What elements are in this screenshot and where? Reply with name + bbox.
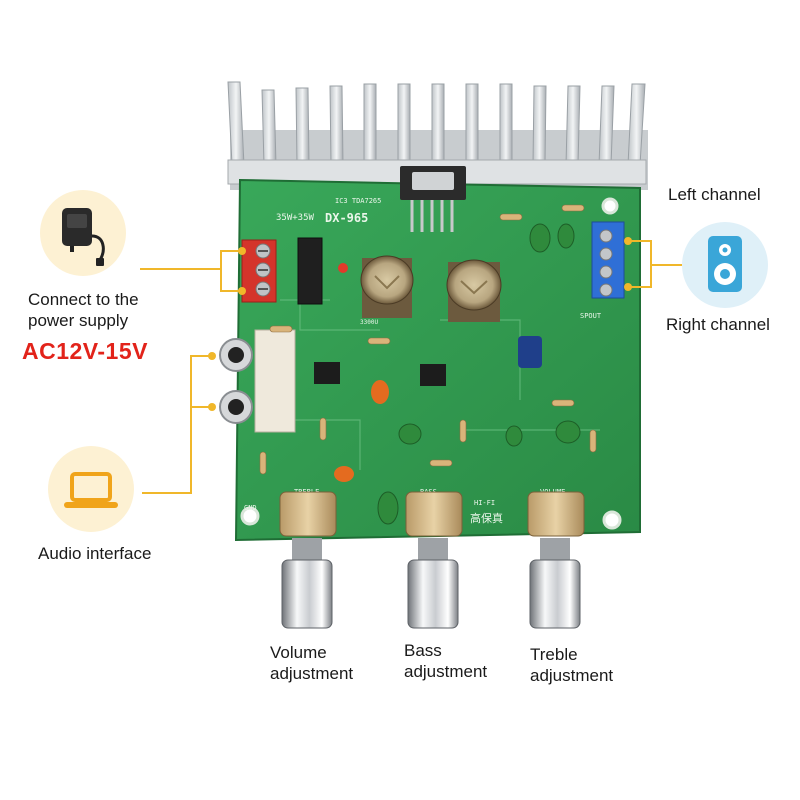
power-voltage: AC12V-15V <box>22 338 148 364</box>
power-terminal <box>241 239 277 303</box>
audio-callout-line <box>142 492 192 494</box>
rca-jacks <box>219 329 296 433</box>
power-label-line1: Connect to the <box>28 290 139 309</box>
bass-label: Bass adjustment <box>404 641 488 681</box>
speaker-icon <box>708 236 742 292</box>
right-channel-label: Right channel <box>666 315 770 334</box>
speaker-terminal <box>591 221 625 299</box>
speaker-icon-bg <box>682 222 768 308</box>
small-components <box>259 204 597 525</box>
laptop-icon <box>64 472 118 508</box>
laptop-icon-bg <box>48 446 134 532</box>
board-model: DX-965 <box>325 211 368 225</box>
treble-label: Treble adjustment <box>530 645 614 685</box>
filter-capacitors <box>360 255 502 322</box>
knob-right[interactable] <box>527 491 585 629</box>
heatsink <box>227 81 648 190</box>
power-label: Connect to the power supply <box>28 289 188 331</box>
power-ic <box>400 166 466 232</box>
left-channel-label: Left channel <box>668 185 761 204</box>
audio-interface-label: Audio interface <box>38 544 152 563</box>
spout-label: SPOUT <box>580 312 602 320</box>
cap-label: 3300U <box>360 319 378 326</box>
hifi-cn-silk: 高保真 <box>470 511 503 525</box>
speaker-callout-line <box>650 264 682 266</box>
hifi-silk: HI-FI <box>474 499 495 507</box>
power-rating: 35W+35W <box>276 213 315 223</box>
volume-label: Volume adjustment <box>270 643 354 683</box>
ic-label: IC3 TDA7265 <box>335 197 381 205</box>
power-callout-line <box>140 268 222 270</box>
power-label-line2: power supply <box>28 311 129 330</box>
power-adapter-icon <box>62 208 105 266</box>
knob-left[interactable] <box>279 491 337 629</box>
pcb <box>234 178 641 542</box>
gnd-label: GND <box>244 504 257 512</box>
knob-center[interactable] <box>405 491 463 629</box>
power-adapter-icon-bg <box>40 190 126 276</box>
